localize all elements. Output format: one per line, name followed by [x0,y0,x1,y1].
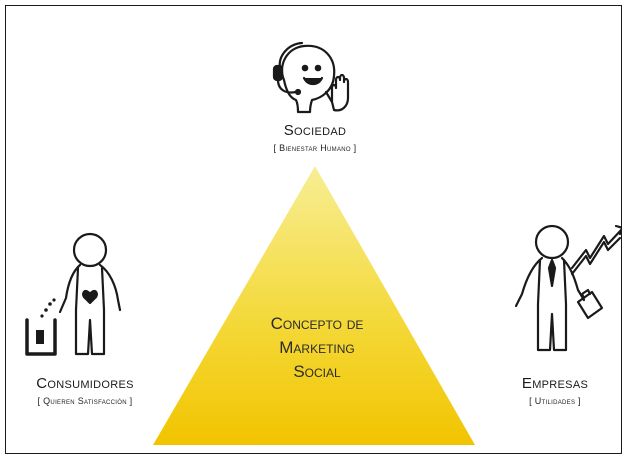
businessman-with-briefcase-icon [514,224,621,352]
node-title: Empresas [521,375,589,392]
headset-person-waving-icon [272,41,350,114]
center-line-3: Social [293,362,341,381]
person-with-trash-bin-icon [25,232,122,356]
node-title: Sociedad [283,122,347,139]
node-empresas: Empresas [ Utilidades ] [491,376,619,406]
node-sociedad: Sociedad [ Bienestar Humano ] [215,123,415,153]
center-line-1: Concepto de [270,314,364,333]
center-line-2: Marketing [279,338,355,357]
diagram-frame: Sociedad [ Bienestar Humano ] Consumidor… [5,5,622,454]
node-title: Consumidores [36,375,134,392]
node-consumidores: Consumidores [ Quieren Satisfacción ] [10,376,160,406]
center-concept-label: Concepto de Marketing Social [234,312,400,384]
triangle-shape [153,166,475,445]
node-subtitle: [ Quieren Satisfacción ] [37,396,133,406]
node-subtitle: [ Bienestar Humano ] [273,143,357,153]
node-subtitle: [ Utilidades ] [529,396,581,406]
